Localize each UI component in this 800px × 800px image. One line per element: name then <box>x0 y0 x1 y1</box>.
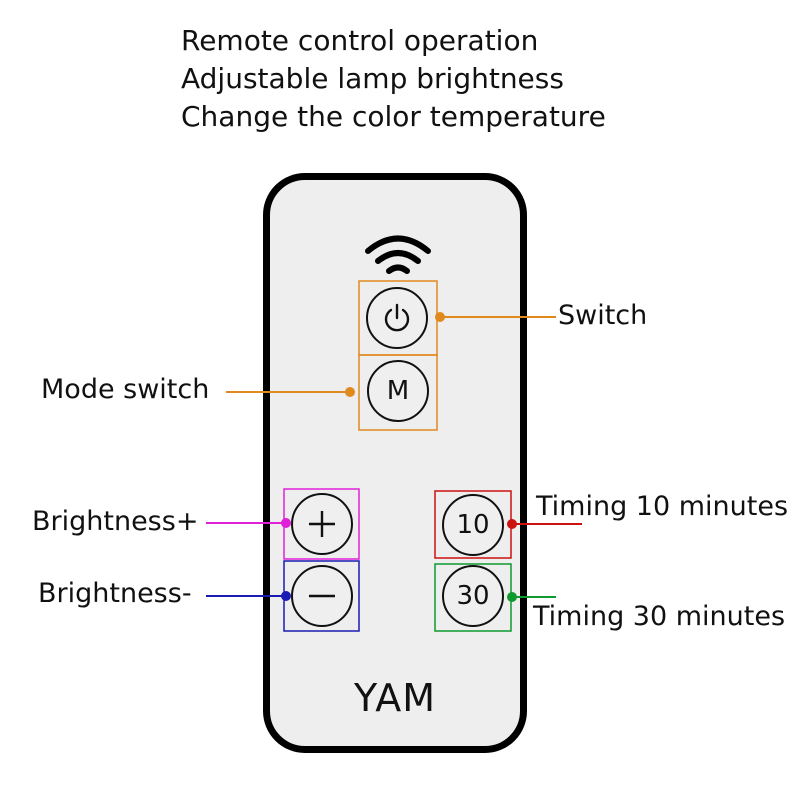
switch-leader-dot <box>435 312 445 322</box>
mode-button[interactable]: M <box>367 360 429 422</box>
power-button[interactable] <box>366 287 428 349</box>
mode-leader-dot <box>345 387 355 397</box>
feature-item: Change the color temperature <box>181 100 606 133</box>
brightness-minus-button[interactable] <box>291 565 353 627</box>
wifi-signal-icon <box>365 235 431 274</box>
timer-30-button[interactable]: 30 <box>442 565 504 627</box>
callout-timing-10: Timing 10 minutes <box>536 491 789 522</box>
timer10-leader-dot <box>507 519 517 529</box>
callout-timing-30: Timing 30 minutes <box>533 601 786 632</box>
power-icon <box>384 303 410 332</box>
brightness-plus-leader-dot <box>281 518 291 528</box>
plus-icon <box>309 511 335 537</box>
timer-10-label: 10 <box>456 510 490 540</box>
minus-icon <box>309 594 335 598</box>
feature-item: Adjustable lamp brightness <box>181 62 564 95</box>
mode-highlight-frame <box>358 354 438 431</box>
timer30-leader-dot <box>507 592 517 602</box>
callout-mode-switch: Mode switch <box>41 374 210 405</box>
brand-logo-text: YAM <box>353 676 437 720</box>
feature-item: Remote control operation <box>181 24 539 57</box>
brightness-minus-leader-dot <box>281 591 291 601</box>
callout-brightness-plus: Brightness+ <box>32 506 199 537</box>
callout-brightness-minus: Brightness- <box>38 578 192 609</box>
brightness-plus-button[interactable] <box>291 493 353 555</box>
callout-switch: Switch <box>558 300 648 331</box>
timer-30-label: 30 <box>456 581 490 611</box>
mode-button-label: M <box>386 376 410 406</box>
feature-list: Remote control operation Adjustable lamp… <box>181 22 606 136</box>
timer-10-button[interactable]: 10 <box>442 494 504 556</box>
